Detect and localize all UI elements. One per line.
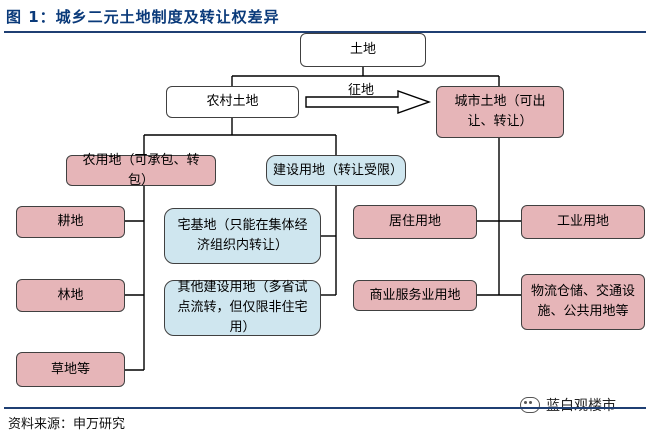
node-urban-land: 城市土地（可出让、转让） [436, 86, 564, 138]
expropriation-label: 征地 [348, 83, 375, 98]
node-commercial-land: 商业服务业用地 [353, 280, 477, 311]
expropriation-arrow [305, 90, 432, 114]
node-other-construction-land: 其他建设用地（多省试点流转，但仅限非住宅用） [164, 280, 321, 336]
bottom-divider [4, 407, 646, 409]
node-homestead: 宅基地（只能在集体经济组织内转让） [164, 208, 321, 264]
figure-title: 图 1：城乡二元土地制度及转让权差异 [6, 8, 280, 26]
node-farmland: 耕地 [16, 206, 125, 238]
wechat-icon [520, 397, 540, 413]
node-grassland: 草地等 [16, 352, 125, 387]
node-residential-land: 居住用地 [353, 205, 477, 239]
node-forest-land: 林地 [16, 279, 125, 312]
node-industrial-land: 工业用地 [521, 205, 645, 239]
node-construction-land: 建设用地（转让受限） [266, 155, 406, 186]
node-rural-land: 农村土地 [166, 86, 299, 118]
source-note: 资料来源：申万研究 [8, 417, 126, 432]
node-logistics-transport-public-land: 物流仓储、交通设施、公共用地等 [521, 274, 645, 330]
watermark: 蓝白观楼市 [520, 395, 616, 415]
watermark-text: 蓝白观楼市 [546, 398, 616, 414]
top-divider [4, 31, 646, 33]
node-agricultural-land: 农用地（可承包、转包） [66, 153, 216, 188]
node-land: 土地 [300, 33, 426, 67]
